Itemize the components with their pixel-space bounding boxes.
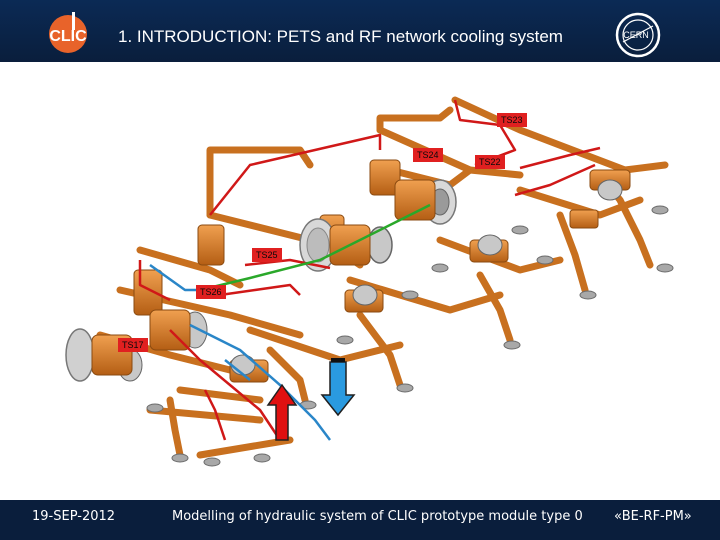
footer-bar: 19-SEP-2012 Modelling of hydraulic syste… [0,500,720,540]
green-cooling-pipe [199,203,431,292]
footer-group: «BE-RF-PM» [614,509,692,524]
pets-flanges [65,179,623,382]
support-legs [146,205,674,467]
sensor-label-ts23: TS23 [497,113,527,127]
svg-text:CLIC: CLIC [49,28,87,45]
sensor-label-ts26: TS26 [196,285,226,299]
footer-date: 19-SEP-2012 [32,509,116,524]
sensor-label-ts17: TS17 [118,338,148,352]
inlet-arrow-red [266,383,298,441]
footer-subtitle: Modelling of hydraulic system of CLIC pr… [172,509,583,524]
svg-text:CERN: CERN [623,30,649,40]
outlet-arrow-blue [320,358,356,417]
cooling-system-diagram [65,96,674,467]
sensor-label-ts25: TS25 [252,248,282,262]
page-title: 1. INTRODUCTION: PETS and RF network coo… [118,27,563,46]
sensor-label-ts24: TS24 [413,148,443,162]
clic-logo: CLIC [49,12,87,53]
cern-logo: CERN [615,12,661,58]
sensor-label-ts22: TS22 [475,155,505,169]
title-bar: CLIC 1. INTRODUCTION: PETS and RF networ… [0,0,720,62]
